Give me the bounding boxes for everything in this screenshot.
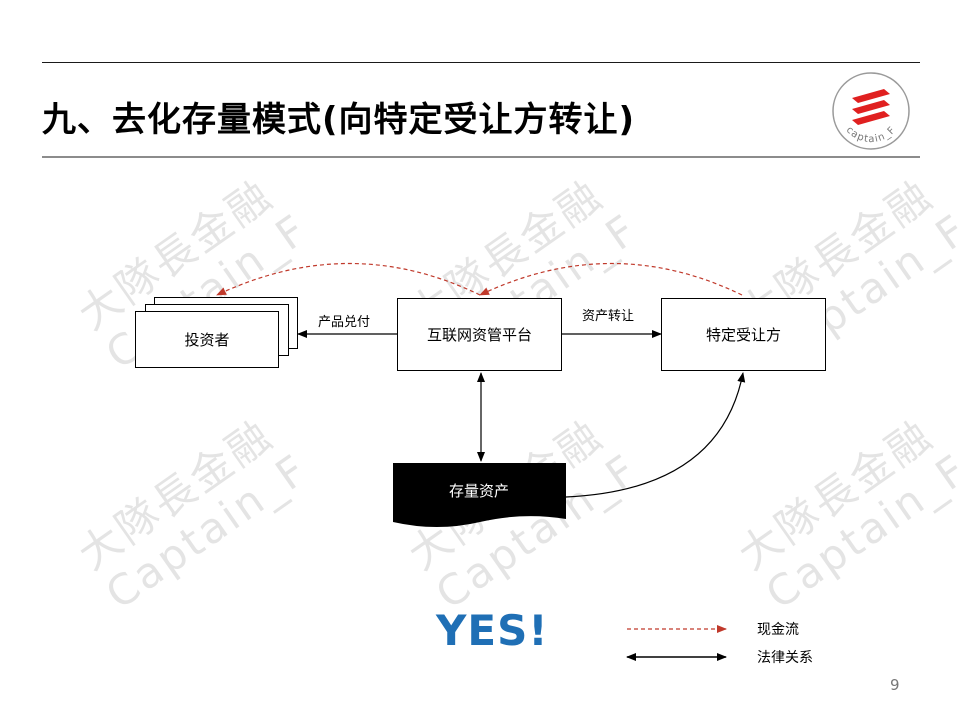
yes-text: YES! bbox=[436, 606, 549, 655]
cash-flow-arc-platform-to-investor bbox=[216, 263, 481, 296]
cash-flow-arc-transferee-to-platform bbox=[479, 263, 743, 296]
transferee-label: 特定受让方 bbox=[705, 326, 781, 344]
arrow-assets-to-transferee bbox=[565, 372, 746, 498]
platform-node: 互联网资管平台 bbox=[397, 298, 562, 371]
slide-title: 九、去化存量模式(向特定受让方转让) bbox=[42, 100, 636, 140]
page-number: 9 bbox=[890, 676, 900, 694]
header-rule-bottom bbox=[42, 156, 920, 158]
captain-f-logo: captain_F bbox=[832, 72, 910, 150]
assets-label: 存量资产 bbox=[448, 482, 509, 500]
stripes-icon bbox=[852, 89, 890, 125]
investor-label: 投资者 bbox=[184, 331, 230, 349]
edge-label-asset-transfer: 资产转让 bbox=[582, 309, 635, 324]
edge-label-product-payment: 产品兑付 bbox=[318, 315, 371, 330]
legend-legal-label: 法律关系 bbox=[757, 650, 813, 666]
investor-node: 投资者 bbox=[135, 311, 279, 368]
header-rule-top bbox=[42, 62, 920, 63]
asset-storage-shape bbox=[393, 463, 566, 527]
legend-cash-flow-label: 现金流 bbox=[757, 622, 799, 638]
platform-label: 互联网资管平台 bbox=[426, 326, 532, 344]
transferee-node: 特定受让方 bbox=[661, 298, 826, 371]
